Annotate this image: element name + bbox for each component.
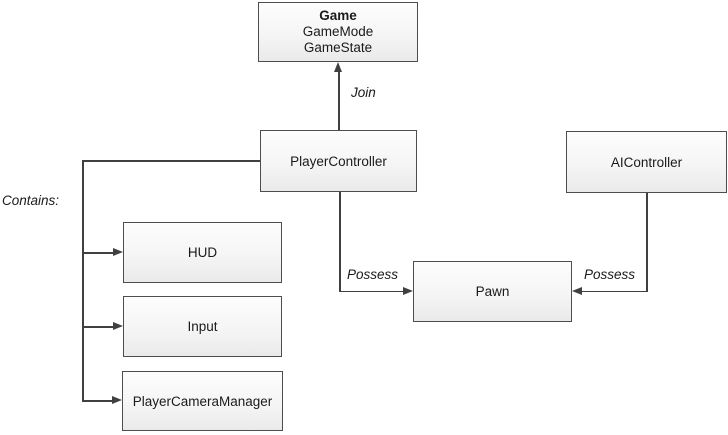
player-camera-manager-label: PlayerCameraManager — [132, 393, 273, 409]
possess-left-horizontal-line — [339, 290, 404, 292]
game-box-title: Game — [319, 8, 357, 23]
contains-connector-horizontal — [82, 160, 260, 162]
join-label: Join — [351, 85, 376, 100]
arrow-left-icon — [572, 287, 582, 295]
input-label: Input — [187, 319, 218, 334]
arrow-right-icon — [112, 396, 122, 404]
hud-label: HUD — [187, 245, 218, 260]
arrow-up-icon — [334, 62, 342, 72]
possess-left-label: Possess — [347, 267, 399, 282]
player-controller-label: PlayerController — [290, 153, 387, 169]
player-controller-box: PlayerController — [260, 130, 417, 192]
input-branch-line — [82, 326, 114, 328]
possess-right-horizontal-line — [581, 290, 647, 292]
hud-branch-line — [82, 252, 114, 254]
join-connector-line — [338, 70, 340, 130]
hud-box: HUD — [123, 222, 282, 283]
ai-controller-label: AIController — [610, 154, 683, 170]
game-box: Game GameMode GameState — [258, 2, 418, 62]
contains-connector-rail — [82, 160, 84, 402]
player-camera-manager-box: PlayerCameraManager — [122, 371, 283, 431]
ai-controller-box: AIController — [566, 131, 727, 193]
possess-left-vertical-line — [339, 192, 341, 292]
arrow-right-icon — [113, 248, 123, 256]
contains-label: Contains: — [2, 193, 60, 208]
game-mode-label: GameMode — [302, 24, 374, 39]
arrow-right-icon — [403, 287, 413, 295]
possess-right-label: Possess — [584, 267, 636, 282]
game-state-label: GameState — [303, 40, 373, 55]
possess-right-vertical-line — [646, 193, 648, 292]
pawn-label: Pawn — [475, 284, 510, 299]
input-box: Input — [123, 296, 282, 357]
pawn-box: Pawn — [413, 261, 572, 322]
arrow-right-icon — [113, 322, 123, 330]
camera-branch-line — [82, 400, 113, 402]
